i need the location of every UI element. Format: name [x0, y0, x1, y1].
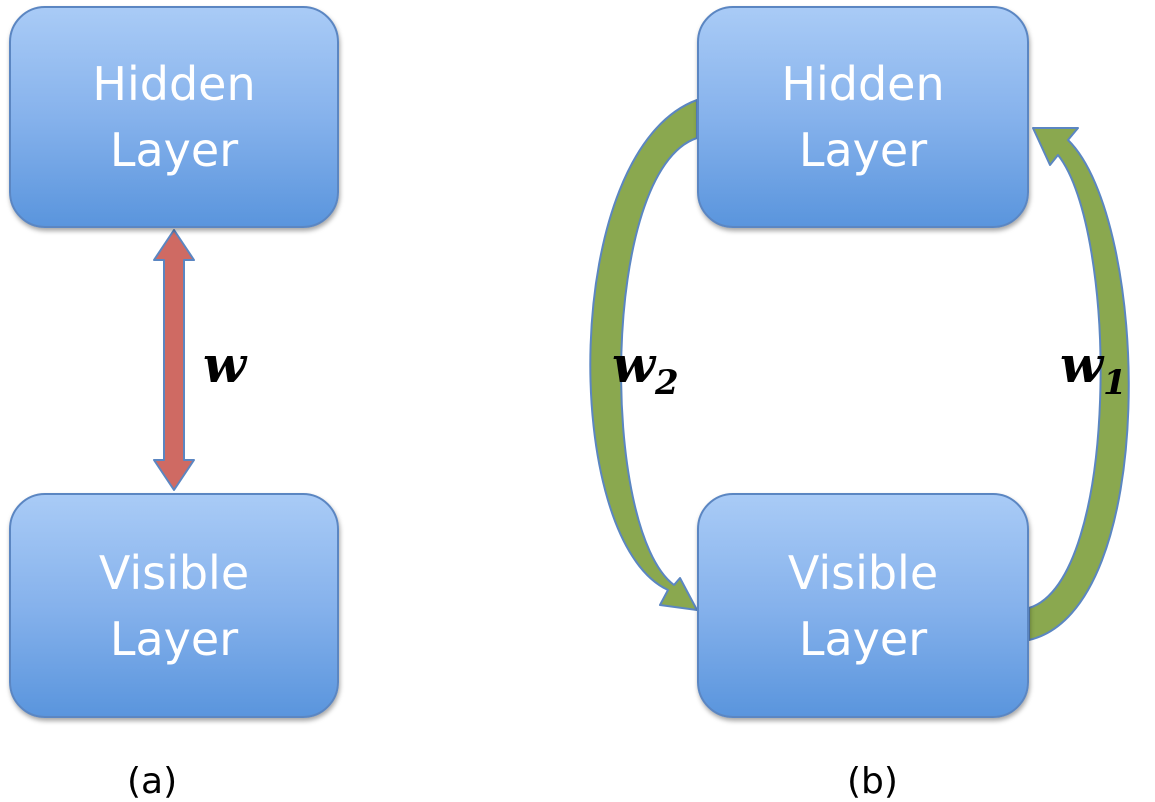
- weight-w1-subscript: 1: [1103, 363, 1127, 403]
- weight-label-w1: w1: [1060, 340, 1127, 401]
- visible-layer-label-line2: Layer: [798, 611, 928, 666]
- curved-arrow-w2: [589, 99, 698, 611]
- weight-label-w: w: [203, 340, 246, 390]
- visible-layer-box-a: Visible Layer: [9, 493, 339, 718]
- caption-b: (b): [847, 761, 898, 802]
- weight-w-base: w: [203, 335, 247, 394]
- weight-w2-subscript: 2: [655, 363, 679, 403]
- hidden-layer-label-line1: Hidden: [781, 57, 945, 111]
- hidden-layer-label-line2: Layer: [798, 123, 928, 177]
- visible-layer-label-line1: Visible: [787, 545, 939, 600]
- visible-layer-label-line2: Layer: [109, 611, 239, 666]
- weight-w1-base: w: [1060, 335, 1104, 394]
- weight-w2-base: w: [612, 335, 656, 394]
- hidden-layer-box-a: Hidden Layer: [9, 6, 339, 228]
- weight-label-w2: w2: [612, 340, 679, 401]
- caption-a: (a): [127, 761, 178, 802]
- visible-layer-box-b: Visible Layer: [697, 493, 1029, 718]
- bidirectional-arrow-w: [153, 229, 195, 491]
- hidden-layer-label-line1: Hidden: [92, 57, 256, 111]
- curved-arrow-w1: [1028, 127, 1130, 641]
- visible-layer-label-line1: Visible: [98, 545, 250, 600]
- hidden-layer-box-b: Hidden Layer: [697, 6, 1029, 228]
- hidden-layer-label-line2: Layer: [109, 123, 239, 177]
